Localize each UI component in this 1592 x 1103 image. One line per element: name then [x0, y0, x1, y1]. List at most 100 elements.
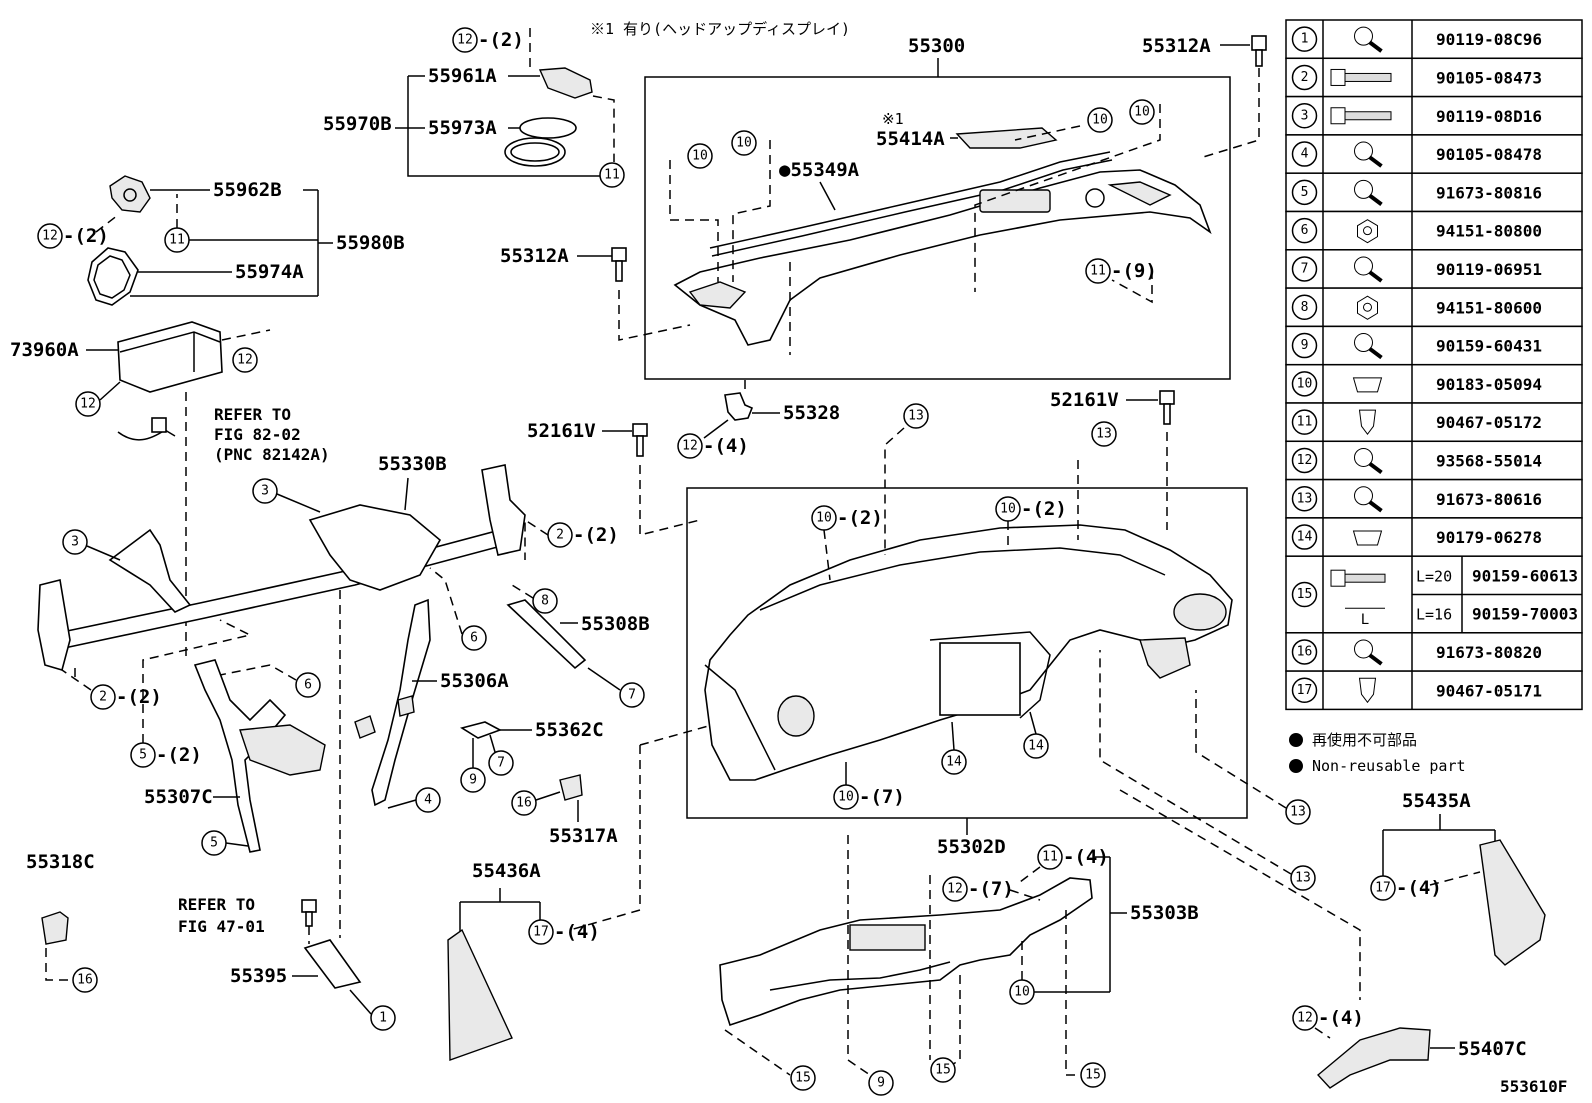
svg-text:12: 12 — [42, 229, 58, 244]
part-55318C-shape[interactable] — [41, 911, 69, 945]
label-55330B[interactable]: 55330B — [378, 453, 447, 475]
left-vent — [777, 695, 815, 737]
part-73960A-shape[interactable] — [117, 321, 223, 393]
index-circle — [1291, 103, 1318, 129]
svg-text:7: 7 — [628, 688, 636, 703]
part-55317A-shape[interactable] — [559, 774, 583, 801]
svg-text:13: 13 — [908, 409, 924, 424]
part-number[interactable]: 94151-80600 — [1436, 298, 1542, 317]
part-55328-shape[interactable] — [724, 392, 754, 421]
ref1-line1: REFER TO — [214, 405, 291, 424]
label-55307C[interactable]: 55307C — [144, 786, 213, 808]
length-dim-label: L — [1361, 612, 1369, 628]
part-55303B-shape[interactable] — [719, 877, 1093, 1027]
table-row — [1285, 325, 1583, 366]
part-55435A-shape[interactable] — [1479, 839, 1546, 966]
label-55974A[interactable]: 55974A — [235, 261, 304, 283]
part-number[interactable]: 90159-70003 — [1472, 605, 1578, 624]
part-55414A-shape[interactable] — [955, 127, 1058, 149]
part-55362C-shape[interactable] — [460, 721, 502, 739]
part-number[interactable]: 90467-05171 — [1436, 681, 1542, 700]
label-55407C[interactable]: 55407C — [1458, 1038, 1527, 1060]
label-55435A[interactable]: 55435A — [1402, 790, 1471, 812]
bolt-icon — [1330, 68, 1346, 86]
part-55308B-shape[interactable] — [506, 599, 587, 670]
svg-text:1: 1 — [379, 1011, 387, 1026]
label-55349A[interactable]: ●55349A — [779, 159, 860, 181]
ref2-line2: FIG 47-01 — [178, 917, 265, 936]
label-55961A[interactable]: 55961A — [428, 65, 497, 87]
part-number[interactable]: 91673-80820 — [1436, 643, 1542, 662]
svg-text:9: 9 — [877, 1076, 885, 1091]
label-52161V-right[interactable]: 52161V — [1050, 389, 1119, 411]
qty-12-7: -(7) — [968, 878, 1014, 900]
part-55307C-shape[interactable] — [193, 659, 287, 853]
label-55970B[interactable]: 55970B — [323, 113, 392, 135]
label-55302D[interactable]: 55302D — [937, 836, 1006, 858]
label-73960A[interactable]: 73960A — [10, 339, 79, 361]
label-55973A[interactable]: 55973A — [428, 117, 497, 139]
label-55317A[interactable]: 55317A — [549, 825, 618, 847]
svg-text:8: 8 — [541, 594, 549, 609]
upper-panel-part[interactable] — [673, 169, 1212, 346]
label-55308B[interactable]: 55308B — [581, 613, 650, 635]
label-55436A[interactable]: 55436A — [472, 860, 541, 882]
label-55362C[interactable]: 55362C — [535, 719, 604, 741]
part-number[interactable]: 91673-80816 — [1436, 183, 1542, 202]
label-55312A-left[interactable]: 55312A — [500, 245, 569, 267]
label-55395[interactable]: 55395 — [230, 965, 287, 987]
svg-text:17: 17 — [1375, 881, 1391, 896]
label-55312A-top[interactable]: 55312A — [1142, 35, 1211, 57]
label-52161V-left[interactable]: 52161V — [527, 420, 596, 442]
part-number[interactable]: 90119-08C96 — [1436, 30, 1542, 49]
label-55303B[interactable]: 55303B — [1130, 902, 1199, 924]
part-number[interactable]: 90119-08D16 — [1436, 107, 1542, 126]
svg-text:10: 10 — [816, 511, 832, 526]
part-number[interactable]: 90119-06951 — [1436, 260, 1542, 279]
part-number[interactable]: 93568-55014 — [1436, 451, 1542, 470]
svg-text:12: 12 — [457, 33, 473, 48]
index-circle — [1291, 26, 1318, 52]
part-number[interactable]: 91673-80616 — [1436, 490, 1542, 509]
part-55395-shape[interactable] — [303, 939, 362, 989]
part-number[interactable]: 90159-60613 — [1472, 566, 1578, 585]
row-index: 10 — [1297, 376, 1313, 391]
svg-text:17: 17 — [533, 925, 549, 940]
clip-nut-icon — [1352, 530, 1383, 546]
part-number[interactable]: 90105-08473 — [1436, 68, 1542, 87]
nonreusable-dot-icon — [1289, 733, 1303, 747]
part-number[interactable]: 90159-60431 — [1436, 337, 1542, 356]
part-55961A-shape[interactable] — [538, 67, 593, 99]
label-55328[interactable]: 55328 — [783, 402, 840, 424]
label-55414A[interactable]: 55414A — [876, 128, 945, 150]
part-55962B-shape[interactable] — [109, 175, 151, 213]
label-55306A[interactable]: 55306A — [440, 670, 509, 692]
label-55300[interactable]: 55300 — [908, 35, 965, 57]
svg-text:11: 11 — [604, 168, 620, 183]
index-circle — [1291, 332, 1318, 359]
label-55318C[interactable]: 55318C — [26, 851, 95, 873]
row-index: 9 — [1301, 338, 1309, 353]
row-index: 13 — [1297, 491, 1313, 506]
part-number[interactable]: 94151-80800 — [1436, 222, 1542, 241]
qty-12-2-top: -(2) — [478, 29, 524, 51]
glovebox-pocket — [849, 924, 926, 951]
part-55407C-shape[interactable] — [1316, 1027, 1431, 1089]
part-number[interactable]: 90183-05094 — [1436, 375, 1542, 394]
part-number[interactable]: 90105-08478 — [1436, 145, 1542, 164]
svg-text:16: 16 — [516, 796, 532, 811]
row-index: 1 — [1301, 32, 1309, 47]
part-55330B-tube[interactable] — [46, 529, 507, 651]
part-number[interactable]: 90467-05172 — [1436, 413, 1542, 432]
part-55973A-shape[interactable] — [519, 117, 577, 139]
svg-text:3: 3 — [71, 535, 79, 550]
label-55962B[interactable]: 55962B — [213, 179, 282, 201]
part-number[interactable]: 90179-06278 — [1436, 528, 1542, 547]
label-55980B[interactable]: 55980B — [336, 232, 405, 254]
svg-text:14: 14 — [946, 755, 962, 770]
svg-text:13: 13 — [1290, 805, 1306, 820]
part-55970B-shape[interactable] — [504, 137, 566, 167]
qty-2-2-right: -(2) — [573, 524, 619, 546]
part-55436A-shape[interactable] — [447, 928, 513, 1061]
